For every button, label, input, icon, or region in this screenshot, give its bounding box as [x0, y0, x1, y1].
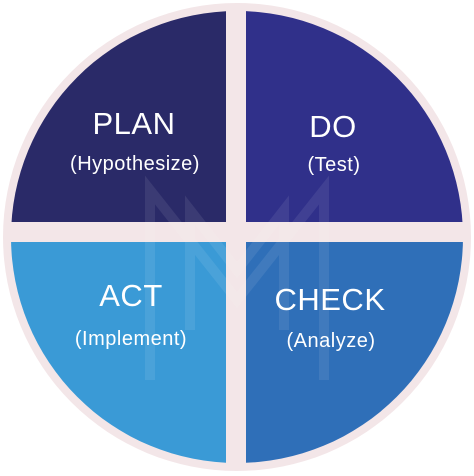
watermark-logo — [145, 175, 329, 380]
quadrant-do-title: DO — [309, 109, 357, 144]
quadrant-act: ACT (Implement) — [75, 278, 187, 350]
quadrant-check: CHECK (Analyze) — [274, 282, 385, 352]
quadrant-plan-subtitle: (Hypothesize) — [70, 153, 200, 175]
quadrant-do-subtitle: (Test) — [308, 154, 361, 176]
quadrant-plan: PLAN (Hypothesize) — [70, 106, 200, 175]
quadrant-check-title: CHECK — [274, 282, 385, 317]
quadrant-plan-title: PLAN — [93, 106, 176, 141]
quadrant-check-subtitle: (Analyze) — [287, 330, 376, 352]
quadrant-do-shape — [246, 11, 463, 222]
quadrant-do: DO (Test) — [308, 109, 361, 176]
quadrant-act-title: ACT — [99, 278, 163, 313]
background-disc — [3, 3, 471, 471]
quadrant-act-subtitle: (Implement) — [75, 328, 187, 350]
